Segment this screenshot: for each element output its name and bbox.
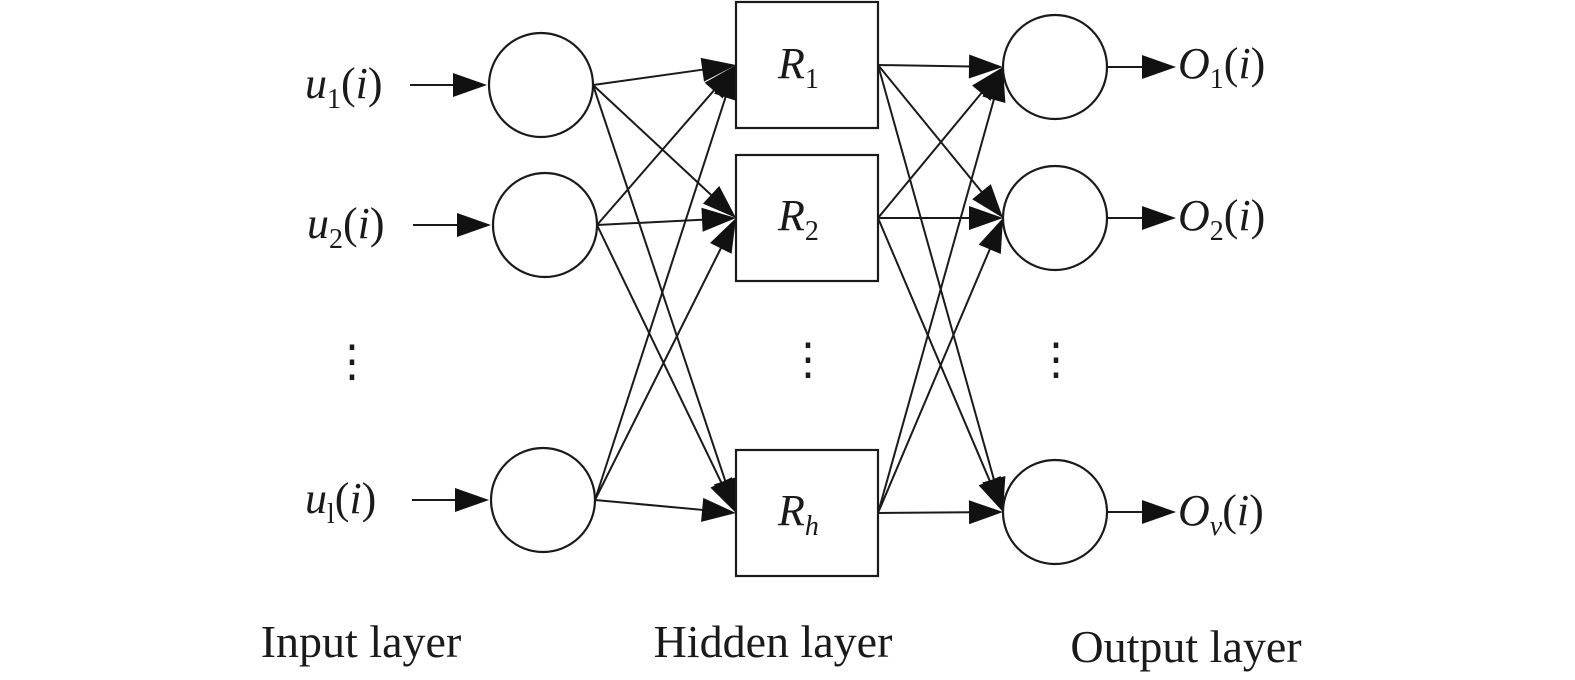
input-label-2: u2(i) <box>307 199 385 255</box>
edge-hidden-2-output-2-arrowhead <box>969 206 1003 230</box>
edge-hidden-1-output-3 <box>877 64 996 482</box>
edge-input-2-hidden-2 <box>596 218 705 226</box>
edge-hidden-2-output-3 <box>877 217 992 483</box>
output-label-1: O1(i) <box>1178 39 1265 95</box>
input-arrow-2-arrowhead <box>457 213 491 237</box>
output-arrow-2-arrowhead <box>1142 206 1176 230</box>
hidden-layer-caption: Hidden layer <box>654 616 893 667</box>
input-label-l: ul(i) <box>305 474 376 530</box>
edge-hidden-1-output-1-arrowhead <box>968 54 1003 79</box>
input-node-2 <box>491 171 599 279</box>
hidden-node-2 <box>734 153 880 283</box>
input-ellipsis: ⋮ <box>330 337 374 386</box>
edge-hidden-1-output-1 <box>877 64 972 68</box>
hidden-node-h <box>734 448 880 578</box>
edge-input-3-hidden-3 <box>594 499 705 512</box>
edge-input-3-hidden-3-arrowhead <box>701 497 736 522</box>
edge-hidden-3-output-3-arrowhead <box>968 500 1003 525</box>
edge-hidden-3-output-1-arrowhead <box>982 67 1006 103</box>
hidden-label-1: R1 <box>777 39 819 95</box>
input-node-l <box>489 446 597 554</box>
edge-input-3-hidden-2 <box>594 246 723 501</box>
edge-input-2-hidden-1 <box>596 88 716 226</box>
output-node-2 <box>1001 164 1109 272</box>
input-arrow-l-arrowhead <box>455 488 489 512</box>
edge-hidden-1-output-2-arrowhead <box>972 184 1003 218</box>
edge-input-2-hidden-3 <box>596 224 723 485</box>
edge-input-1-hidden-2-arrowhead <box>702 186 736 218</box>
edge-hidden-3-output-1 <box>877 97 996 514</box>
input-layer-caption: Input layer <box>261 616 462 667</box>
output-arrow-v-arrowhead <box>1142 500 1176 524</box>
output-label-2: O2(i) <box>1178 191 1265 247</box>
input-arrow-1-arrowhead <box>453 73 487 97</box>
output-label-v: Ov(i) <box>1178 486 1264 542</box>
output-layer-caption: Output layer <box>1070 621 1301 672</box>
input-node-1 <box>487 31 595 139</box>
edge-hidden-3-output-3 <box>877 511 972 514</box>
edge-input-1-hidden-1 <box>592 68 705 86</box>
edge-input-2-hidden-2-arrowhead <box>701 207 736 232</box>
edge-input-1-hidden-3 <box>592 84 727 483</box>
edge-hidden-2-output-1-arrowhead <box>972 67 1003 101</box>
hidden-ellipsis: ⋮ <box>786 335 830 384</box>
edge-hidden-2-output-1 <box>877 91 984 219</box>
output-node-v <box>1001 458 1109 566</box>
output-arrow-1-arrowhead <box>1142 55 1176 79</box>
edge-input-2-hidden-1-arrowhead <box>704 65 736 99</box>
edge-input-1-hidden-1-arrowhead <box>700 57 736 82</box>
edge-input-3-hidden-1-arrowhead <box>714 65 737 102</box>
output-node-1 <box>1001 13 1109 121</box>
edge-input-3-hidden-2-arrowhead <box>710 218 736 254</box>
edge-input-1-hidden-2 <box>592 84 714 197</box>
edge-hidden-1-output-2 <box>877 64 984 194</box>
edge-hidden-3-output-2 <box>877 247 992 514</box>
edge-hidden-2-output-3-arrowhead <box>978 476 1003 512</box>
edge-hidden-3-output-2-arrowhead <box>978 218 1003 254</box>
edge-input-3-hidden-1 <box>594 95 728 501</box>
output-ellipsis: ⋮ <box>1034 335 1078 384</box>
input-label-1: u1(i) <box>305 59 383 115</box>
hidden-label-2: R2 <box>777 191 819 247</box>
connections <box>410 54 1176 525</box>
hidden-node-1 <box>734 0 880 130</box>
hidden-label-h: Rh <box>777 486 819 542</box>
edge-input-2-hidden-3-arrowhead <box>710 477 736 513</box>
